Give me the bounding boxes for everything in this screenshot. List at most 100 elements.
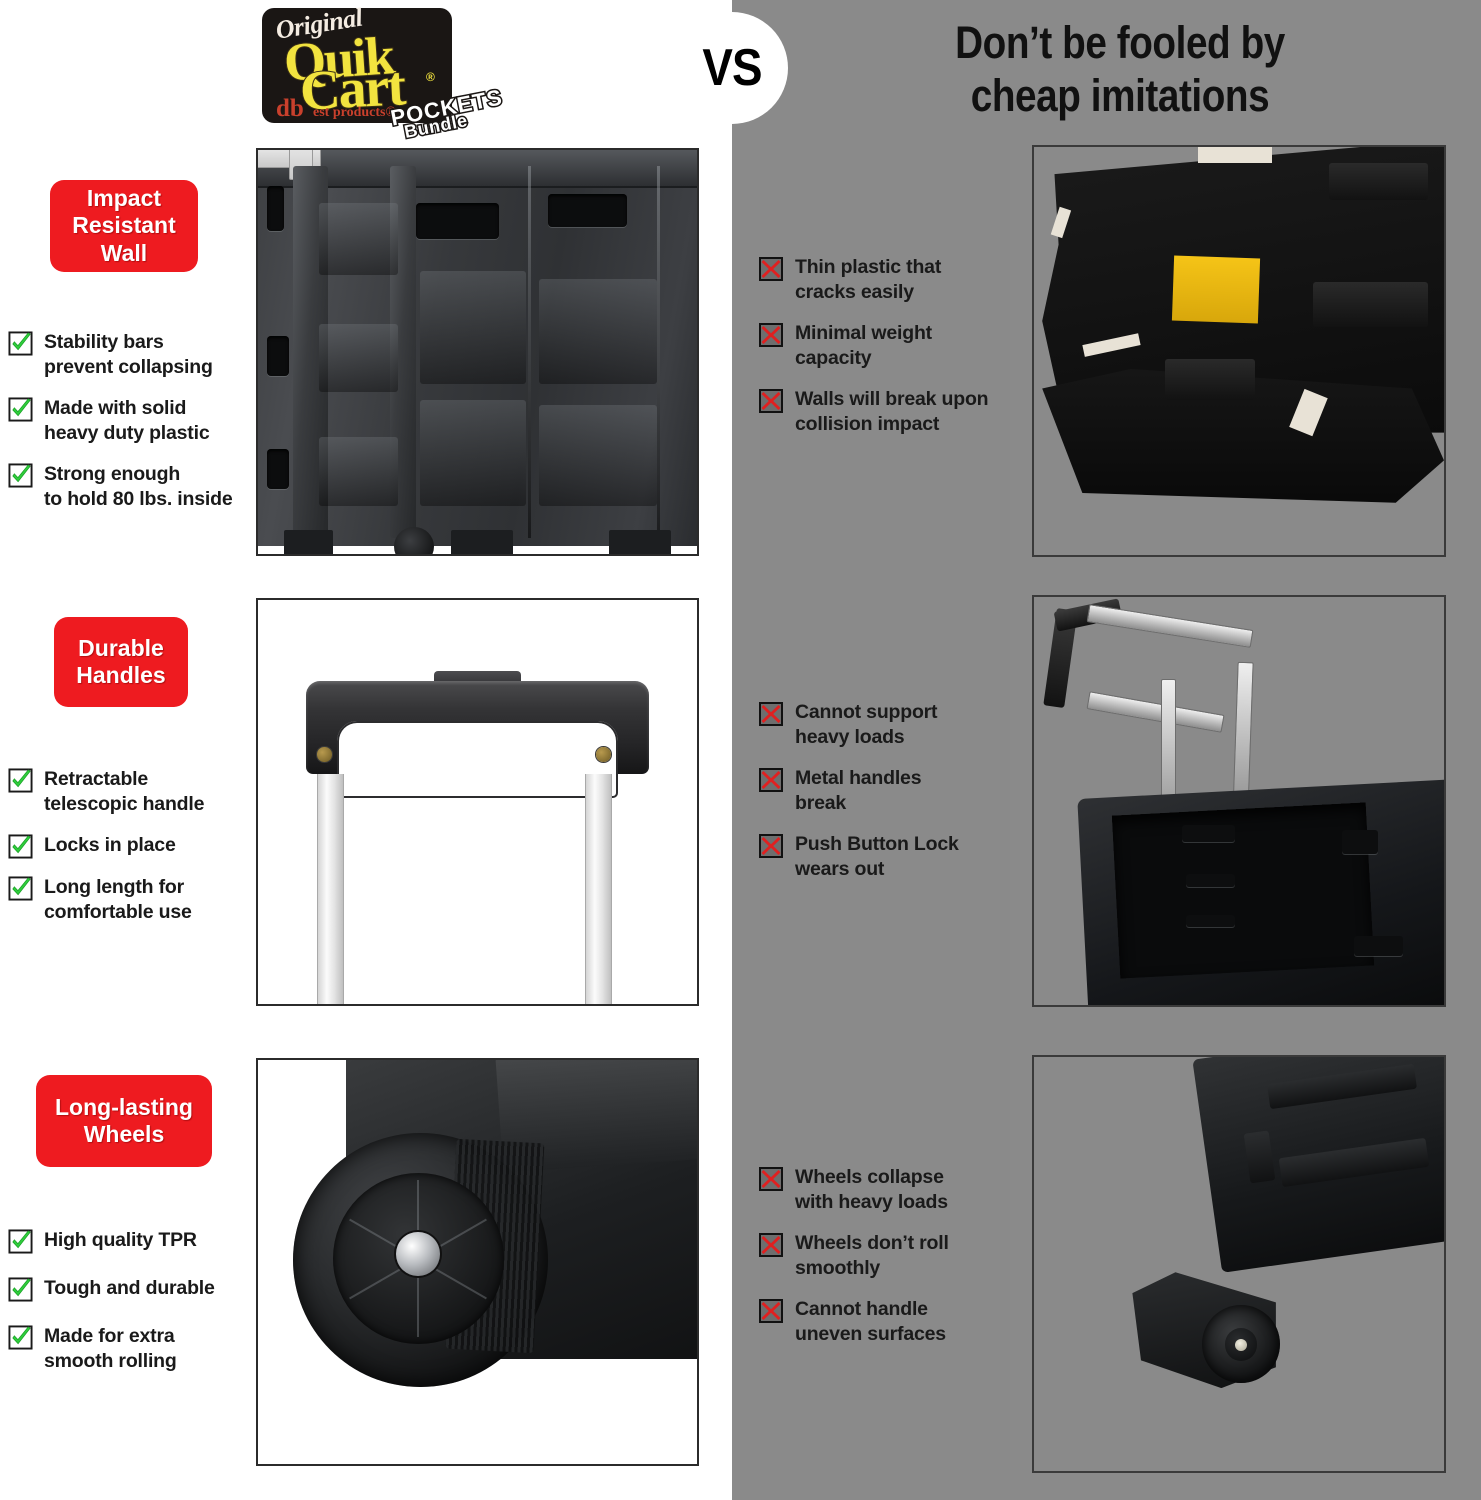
crate-rib [319, 436, 399, 506]
handle-screw [317, 747, 332, 762]
section-long-lasting-wheels: Long-lasting Wheels High quality TPR Tou… [0, 1055, 1481, 1487]
logo-est-products-text: est products® [313, 105, 396, 120]
section-1-label-badge: Impact Resistant Wall [50, 180, 198, 272]
crate-rib [319, 202, 399, 276]
list-item-label: Cannot handle uneven surfaces [795, 1297, 946, 1345]
section-3-cons-list: Wheels collapse with heavy loads Wheels … [758, 1165, 1028, 1363]
crate-foot [609, 529, 671, 554]
section-2-cons-list: Cannot support heavy loads Metal handles… [758, 700, 1028, 898]
tpr-wheel-closeup-photo [256, 1058, 699, 1466]
list-item-label: Wheels collapse with heavy loads [795, 1166, 948, 1213]
list-item: Made with solid heavy duty plastic [8, 396, 248, 446]
section-2-pros-list: Retractable telescopic handle Locks in p… [8, 767, 248, 941]
x-icon [758, 322, 784, 348]
crate-vent-slot [266, 335, 289, 377]
list-item: Cannot handle uneven surfaces [758, 1297, 1028, 1347]
metal-handle-illustration [1034, 597, 1444, 1005]
crate-rib [538, 404, 658, 506]
list-item: Thin plastic that cracks easily [758, 255, 1028, 305]
metal-handle-cross-bar [1086, 691, 1226, 734]
cracked-thin-plastic-wall-photo [1032, 145, 1446, 557]
crate-seam-line [657, 166, 661, 538]
crate-wheel [394, 526, 434, 554]
metal-handle-top-bar [1086, 604, 1254, 649]
crate-rib [420, 271, 526, 385]
detached-broken-wheel-photo [1032, 1055, 1446, 1473]
list-item: Minimal weight capacity [758, 321, 1028, 371]
check-icon [8, 1277, 33, 1302]
list-item-label: Metal handles break [795, 766, 922, 814]
crate-vent-slot [547, 194, 627, 227]
crate-illustration [258, 150, 697, 554]
check-icon [8, 876, 33, 901]
crate-vent-slot [1341, 829, 1379, 855]
list-item: Strong enough to hold 80 lbs. inside [8, 462, 248, 512]
section-3-pros-list: High quality TPR Tough and durable Made … [8, 1228, 248, 1390]
list-item: Stability bars prevent collapsing [8, 330, 248, 380]
list-item: Tough and durable [8, 1276, 248, 1302]
section-2-label-badge: Durable Handles [54, 617, 188, 707]
list-item-label: Minimal weight capacity [795, 321, 932, 369]
check-icon [8, 397, 33, 422]
crate-corner-post [293, 166, 329, 538]
list-item-label: Wheels don’t roll smoothly [795, 1231, 949, 1279]
x-icon [758, 833, 784, 859]
handle-grip-opening [337, 721, 618, 798]
broken-wheel-illustration [1034, 1057, 1444, 1471]
x-icon [758, 256, 784, 282]
header: Original Quik Cart ® db est products® PO… [0, 0, 1481, 145]
crate-corner-post [389, 166, 417, 538]
handle-screw [596, 747, 611, 762]
vs-label: VS [702, 39, 762, 97]
list-item: Metal handles break [758, 766, 1028, 816]
list-item-label: Made with solid heavy duty plastic [44, 396, 210, 444]
imitation-crate-interior [1111, 802, 1375, 979]
broken-wall-rib [1165, 359, 1256, 400]
list-item: Walls will break upon collision impact [758, 387, 1028, 437]
list-item: Locks in place [8, 833, 248, 859]
list-item-label: Stability bars prevent collapsing [44, 331, 213, 378]
crate-top-edge [258, 150, 697, 189]
crate-vent-slot [1185, 874, 1235, 887]
section-1-pros-list: Stability bars prevent collapsing Made w… [8, 330, 248, 528]
yellow-label-sticker [1172, 255, 1261, 324]
crate-foot [284, 529, 333, 554]
crate-vent-slot [1181, 825, 1235, 842]
section-durable-handles: Durable Handles Retractable telescopic h… [0, 595, 1481, 1035]
crate-foot [451, 529, 513, 554]
x-icon [758, 1166, 784, 1192]
detached-wheel-axle [1234, 1338, 1248, 1351]
list-item: Retractable telescopic handle [8, 767, 248, 817]
vs-badge: VS [676, 12, 788, 124]
check-icon [8, 463, 33, 488]
x-icon [758, 701, 784, 727]
x-icon [758, 388, 784, 414]
list-item-label: Walls will break upon collision impact [795, 387, 989, 435]
list-item-label: High quality TPR [44, 1229, 197, 1251]
x-icon [758, 767, 784, 793]
check-icon [8, 834, 33, 859]
crate-vent-slot [1353, 935, 1403, 957]
crate-vent-slot [416, 202, 500, 239]
logo-db-text: db [276, 95, 304, 122]
section-impact-resistant-wall: Impact Resistant Wall Stability bars pre… [0, 145, 1481, 585]
logo-registered-mark: ® [426, 70, 435, 84]
wheel-illustration [258, 1060, 697, 1464]
list-item: Push Button Lock wears out [758, 832, 1028, 882]
list-item-label: Retractable telescopic handle [44, 768, 205, 815]
quik-cart-logo: Original Quik Cart ® db est products® [262, 3, 452, 124]
section-1-cons-list: Thin plastic that cracks easily Minimal … [758, 255, 1028, 453]
check-icon [8, 331, 33, 356]
list-item-label: Locks in place [44, 833, 176, 856]
crate-vent-slot [266, 186, 285, 231]
list-item-label: Cannot support heavy loads [795, 701, 938, 748]
check-icon [8, 1229, 33, 1254]
x-icon [758, 1298, 784, 1324]
page-title: Don’t be fooled by cheap imitations [955, 17, 1285, 122]
crate-vent-slot [266, 448, 289, 490]
list-item-label: Long length for comfortable use [44, 875, 192, 923]
broken-wall-rib [1329, 163, 1428, 201]
crate-rib [420, 400, 526, 506]
impact-resistant-wall-photo [256, 148, 699, 556]
wheel-axle-bolt [396, 1231, 441, 1276]
